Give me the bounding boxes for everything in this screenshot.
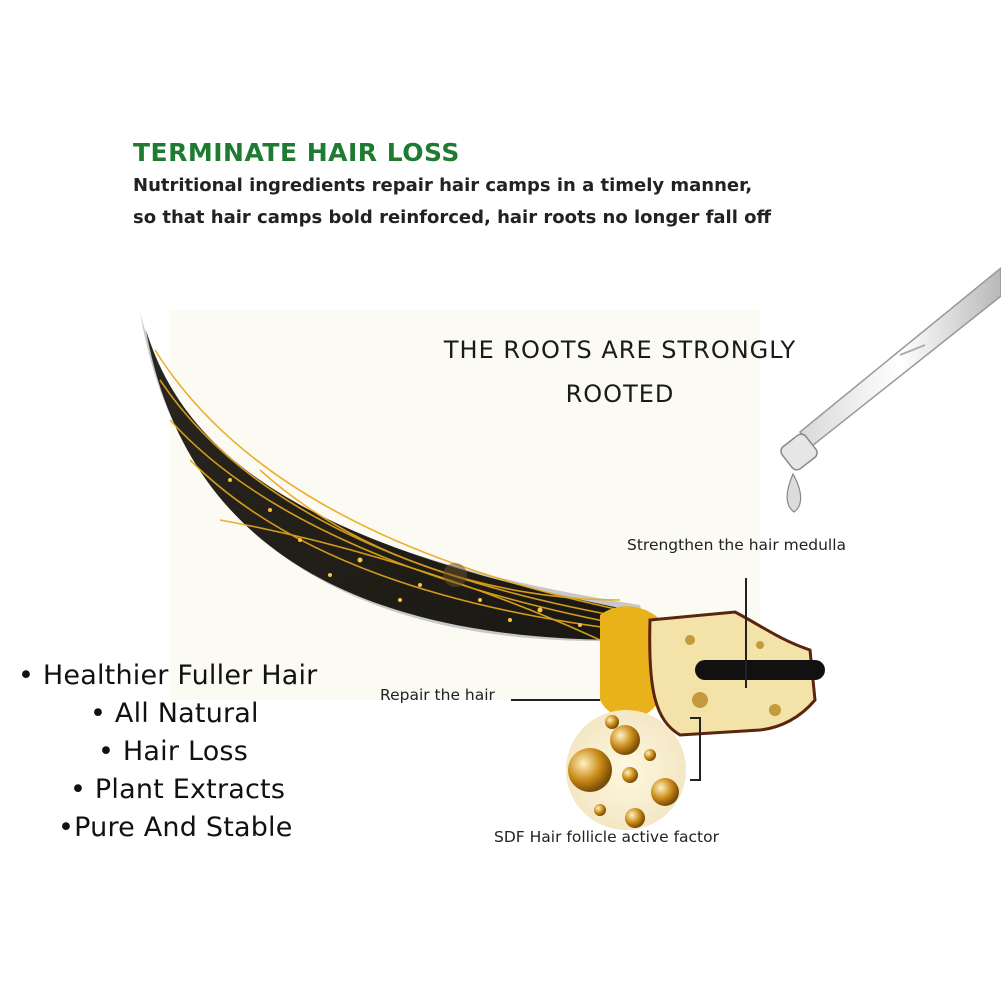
callout-repair: Repair the hair	[380, 686, 495, 704]
callout-lines	[511, 578, 747, 781]
subtitle-line-1: Nutritional ingredients repair hair camp…	[133, 175, 753, 196]
callout-medulla: Strengthen the hair medulla	[627, 536, 847, 554]
dropper-icon	[780, 267, 1001, 513]
sdf-bubbles-magnifier	[566, 710, 686, 830]
feature-item: • Plant Extracts	[70, 774, 286, 805]
feature-item: •Pure And Stable	[58, 812, 293, 843]
roots-heading-line-2: ROOTED	[565, 380, 675, 408]
callout-sdf: SDF Hair follicle active factor	[494, 828, 719, 846]
subtitle-line-2: so that hair camps bold reinforced, hair…	[133, 207, 772, 228]
feature-item: • All Natural	[90, 698, 259, 729]
feature-item: • Healthier Fuller Hair	[18, 660, 318, 691]
hair-root-cross-section	[600, 606, 825, 737]
hair-strand-graphic	[140, 312, 650, 642]
page-title: TERMINATE HAIR LOSS	[133, 138, 460, 167]
roots-heading-line-1: THE ROOTS ARE STRONGLY	[443, 336, 797, 364]
feature-item: • Hair Loss	[98, 736, 248, 767]
